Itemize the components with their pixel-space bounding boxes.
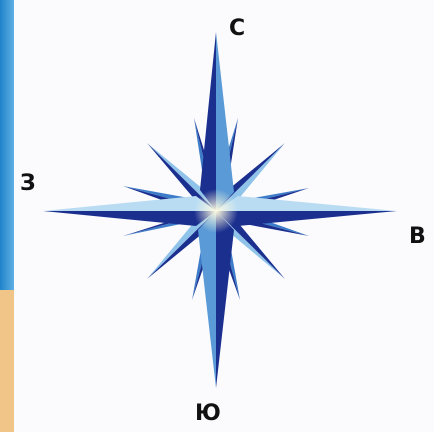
west-label: З bbox=[20, 173, 36, 195]
west-ray-dark bbox=[43, 211, 216, 226]
north-label: С bbox=[229, 18, 245, 40]
east-ray-dark bbox=[216, 211, 397, 226]
south-label: Ю bbox=[195, 403, 221, 425]
east-ray-light bbox=[216, 196, 397, 211]
south-ray-dark bbox=[216, 211, 234, 388]
center-highlight bbox=[194, 189, 238, 233]
north-ray-light bbox=[216, 32, 234, 211]
north-ray-dark bbox=[200, 32, 216, 211]
west-ray-light bbox=[43, 196, 216, 211]
east-label: В bbox=[409, 226, 426, 248]
south-ray-light bbox=[198, 211, 216, 388]
